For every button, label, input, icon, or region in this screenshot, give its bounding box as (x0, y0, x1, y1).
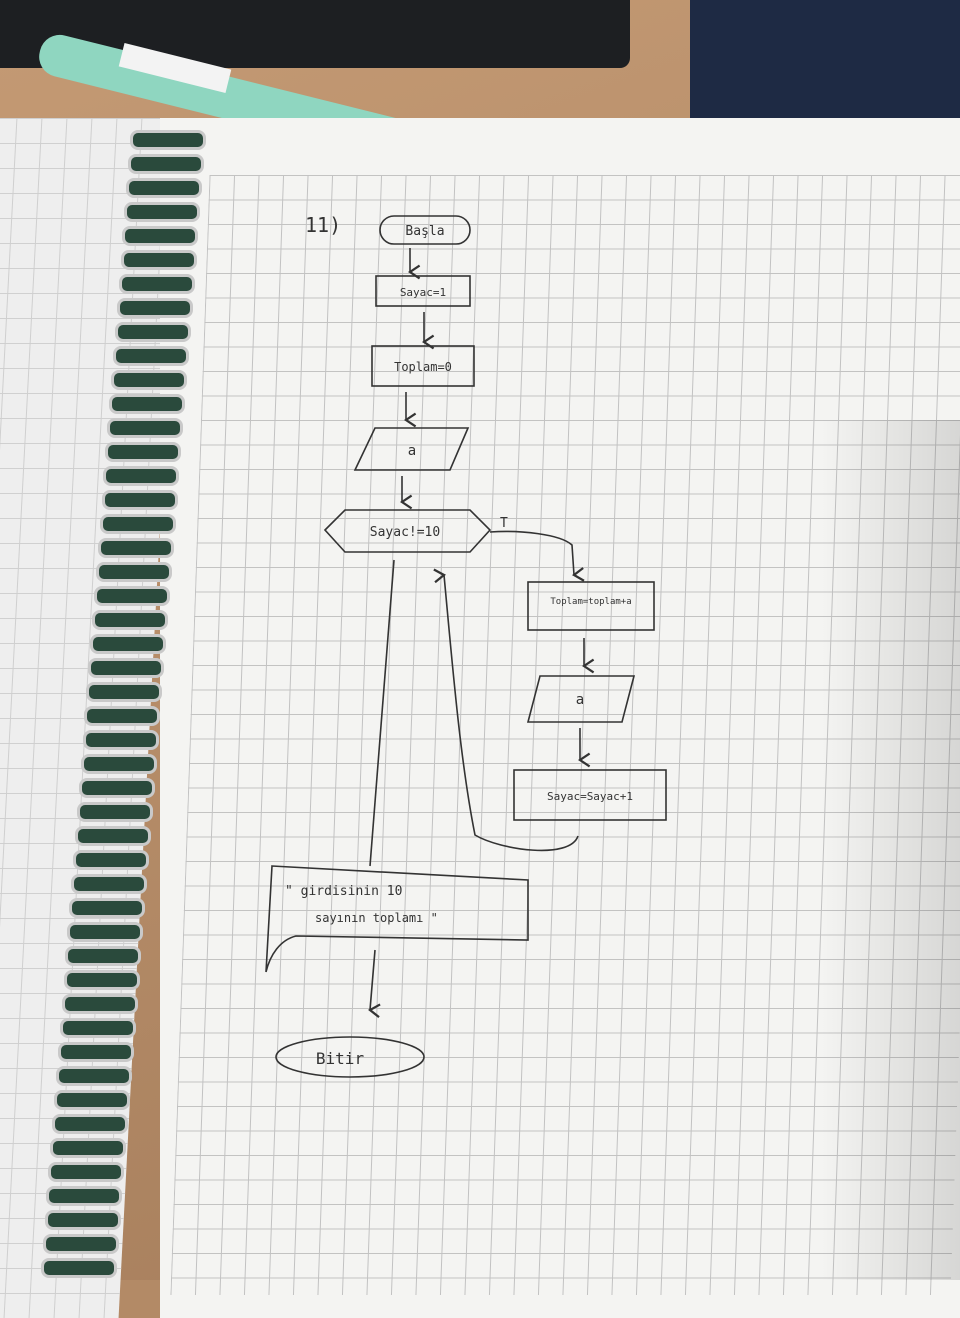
spiral-ring (95, 562, 172, 582)
fabric (690, 0, 960, 140)
spiral-ring (73, 850, 149, 870)
spiral-ring (71, 874, 148, 894)
spiral-ring (44, 1210, 121, 1230)
question-number: 11) (305, 213, 341, 237)
output-document (265, 865, 529, 973)
spiral-ring (61, 994, 138, 1014)
init-sum-label: Toplam=0 (394, 360, 452, 374)
spiral-ring (101, 490, 178, 510)
spiral-ring (52, 1114, 129, 1134)
false-branch-line (369, 559, 395, 867)
increment-label: Sayac=Sayac+1 (547, 790, 633, 803)
spiral-ring (57, 1042, 134, 1062)
condition-label: Sayac!=10 (370, 525, 440, 540)
flowchart: 11) Başla Sayac=1 Toplam=0 a Sayac!=10 T… (265, 213, 667, 1078)
spiral-ring (55, 1066, 132, 1086)
spiral-ring (92, 610, 168, 630)
spiral-ring (112, 346, 189, 366)
spiral-ring (82, 730, 159, 750)
spiral-ring (99, 514, 176, 534)
spiral-ring (124, 202, 201, 222)
start-terminal (379, 215, 471, 245)
condition-decision (323, 509, 492, 553)
init-counter-box (375, 275, 471, 307)
input-a-label: a (408, 443, 416, 459)
spiral-ring (88, 658, 165, 678)
spiral-ring (130, 130, 206, 150)
spiral-ring (97, 538, 174, 558)
spiral-ring (103, 466, 180, 486)
update-sum-box (527, 581, 655, 631)
spiral-ring (65, 946, 142, 966)
arrow-loop-back (433, 568, 579, 852)
arrow-true-branch (489, 530, 585, 582)
spiral-ring (46, 1186, 123, 1206)
spiral-ring (93, 586, 170, 606)
spiral-ring (42, 1234, 119, 1254)
spiral-ring (111, 370, 187, 390)
spiral-ring (128, 154, 205, 174)
spiral-ring (122, 226, 199, 246)
spiral-ring (54, 1090, 130, 1110)
spiral-ring (109, 394, 186, 414)
spiral-ring (74, 826, 151, 846)
spiral-ring (67, 922, 144, 942)
end-label: Bitir (316, 1049, 365, 1068)
spiral-ring (107, 418, 184, 438)
spiral-ring (76, 802, 153, 822)
spiral-ring (48, 1162, 125, 1182)
spiral-ring (59, 1018, 136, 1038)
spiral-ring (63, 970, 140, 990)
spiral-ring (40, 1258, 117, 1278)
input-a2-label: a (576, 692, 584, 708)
spiral-ring (105, 442, 182, 462)
arrow-output-to-end (367, 949, 381, 1019)
increment-box (513, 769, 667, 821)
spiral-ring (120, 250, 197, 270)
output-line1: " girdisinin 10 (285, 884, 402, 899)
end-terminal (275, 1036, 425, 1078)
output-line2: sayının toplamı " (315, 911, 438, 925)
spiral-ring (80, 754, 157, 774)
spiral-ring (86, 682, 163, 702)
spiral-ring (50, 1138, 127, 1158)
input-a2-parallelogram (526, 675, 636, 723)
spiral-ring (114, 322, 191, 342)
spiral-ring (78, 778, 155, 798)
spiral-binding (40, 130, 230, 1280)
spiral-ring (126, 178, 203, 198)
input-a-parallelogram (353, 427, 470, 471)
update-sum-label: Toplam=toplam+a (550, 597, 631, 607)
spiral-ring (116, 298, 193, 318)
page-shadow (820, 420, 960, 1280)
true-label: T (500, 516, 508, 531)
spiral-ring (84, 706, 161, 726)
spiral-ring (90, 634, 167, 654)
spiral-ring (69, 898, 146, 918)
spiral-ring (118, 274, 195, 294)
start-label: Başla (405, 224, 444, 239)
init-counter-label: Sayac=1 (400, 286, 446, 299)
init-sum-box (371, 345, 475, 387)
